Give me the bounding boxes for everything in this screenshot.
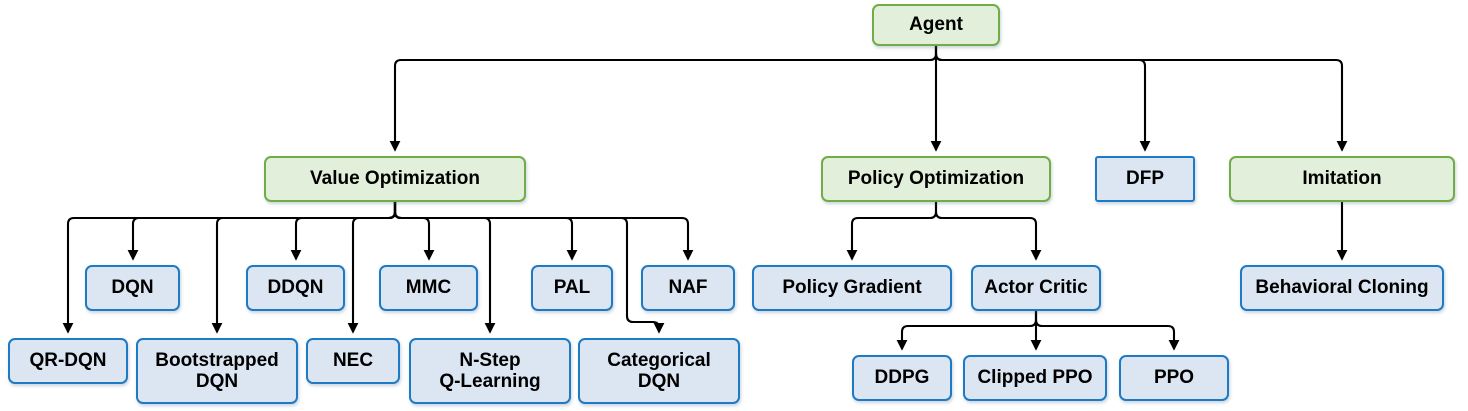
node-label: MMC (405, 277, 452, 299)
node-ddqn[interactable]: DDQN (246, 265, 345, 311)
edge-agent-imitation (934, 46, 1348, 152)
edge-value-optimization-categorical-dqn (393, 202, 665, 334)
node-value_optimization[interactable]: Value Optimization (264, 156, 526, 202)
node-dfp[interactable]: DFP (1095, 156, 1195, 202)
edge-agent-dfp (934, 46, 1151, 152)
node-label: QR-DQN (29, 350, 107, 372)
node-label: PPO (1153, 367, 1195, 389)
edge-value-optimization-mmc (393, 202, 435, 261)
node-mmc[interactable]: MMC (379, 265, 478, 311)
node-label: Value Optimization (310, 168, 480, 190)
node-label: Policy Gradient (782, 277, 922, 299)
node-ppo[interactable]: PPO (1119, 355, 1229, 401)
node-clipped_ppo[interactable]: Clipped PPO (963, 355, 1107, 401)
node-dqn[interactable]: DQN (85, 265, 180, 311)
node-label: Actor Critic (984, 277, 1088, 299)
node-nec[interactable]: NEC (306, 338, 400, 384)
node-pal[interactable]: PAL (531, 265, 613, 311)
node-behavioral_cloning[interactable]: Behavioral Cloning (1240, 265, 1444, 311)
node-ddpg[interactable]: DDPG (852, 355, 952, 401)
node-label: PAL (553, 277, 591, 299)
node-qr_dqn[interactable]: QR-DQN (8, 338, 128, 384)
node-imitation[interactable]: Imitation (1229, 156, 1455, 202)
node-actor_critic[interactable]: Actor Critic (971, 265, 1101, 311)
edge-value-optimization-dqn (127, 202, 397, 261)
node-label: DQN (111, 277, 154, 299)
edge-actor-critic-ppo (1034, 311, 1180, 351)
node-label: Agent (909, 14, 963, 36)
node-label: Clipped PPO (977, 367, 1093, 389)
node-naf[interactable]: NAF (641, 265, 735, 311)
node-label: DDPG (874, 367, 930, 389)
node-agent[interactable]: Agent (872, 4, 1000, 46)
node-label: NAF (668, 277, 708, 299)
node-label: Policy Optimization (847, 168, 1025, 190)
node-policy_gradient[interactable]: Policy Gradient (752, 265, 952, 311)
edge-value-optimization-ddqn (290, 202, 397, 261)
node-label: Behavioral Cloning (1255, 277, 1429, 299)
node-policy_optimization[interactable]: Policy Optimization (821, 156, 1051, 202)
node-label: NEC (332, 350, 374, 372)
edge-policy-optimization-policy-gradient (846, 202, 938, 261)
node-label: DDQN (267, 277, 324, 299)
edge-value-optimization-pal (393, 202, 578, 261)
edge-agent-value-optimization (389, 46, 938, 152)
edge-value-optimization-naf (393, 202, 694, 261)
node-label: Imitation (1302, 168, 1382, 190)
node-label: DFP (1126, 168, 1164, 190)
edge-policy-optimization-actor-critic (934, 202, 1042, 261)
edge-actor-critic-ddpg (896, 311, 1038, 351)
